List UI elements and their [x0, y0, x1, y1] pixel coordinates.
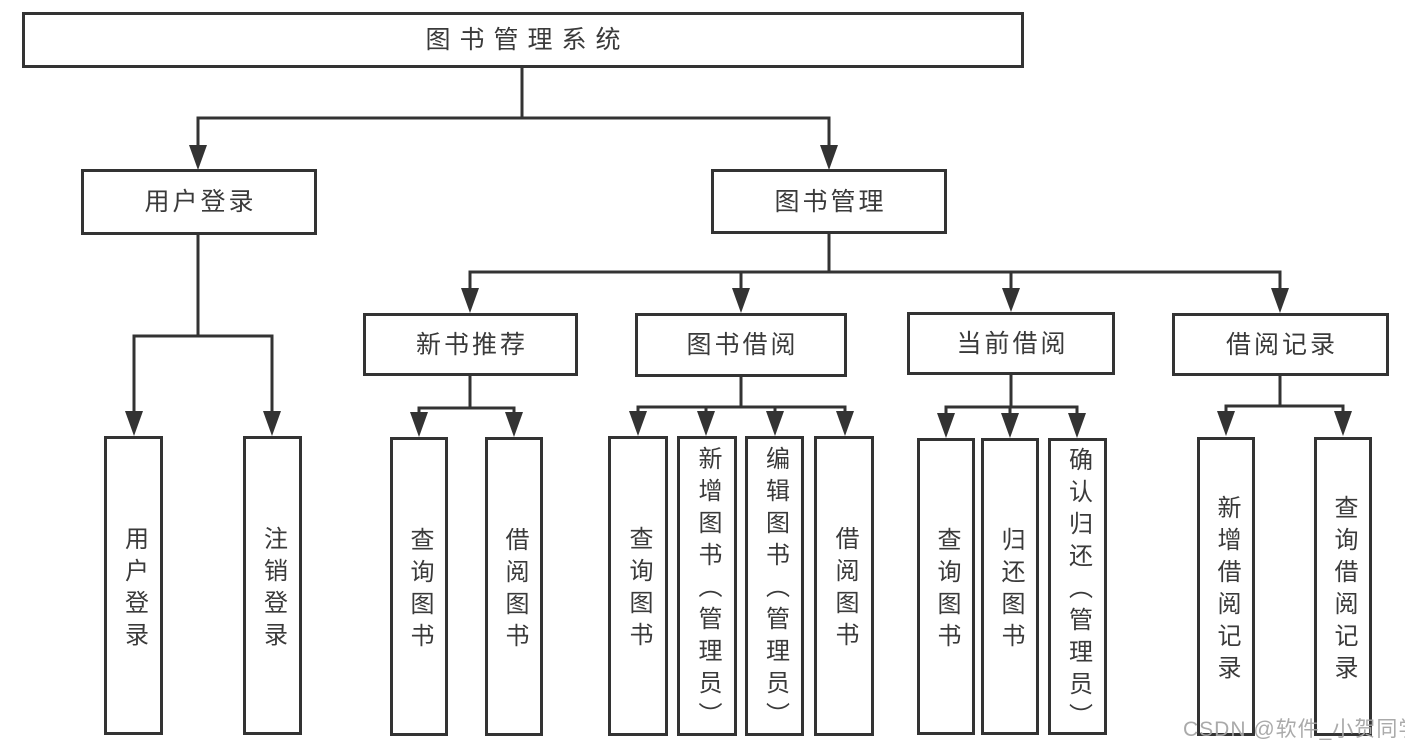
leaf-add-borrow-record: 新增借阅记录 — [1197, 437, 1255, 736]
leaf-query-books: 查询图书 — [917, 438, 975, 735]
node-label: 归还图书 — [997, 526, 1024, 655]
connector-records-to-leaves — [1217, 376, 1352, 436]
csdn-watermark: CSDN @软件_小贺同学 — [1183, 718, 1405, 741]
node-label: 图书管理系统 — [425, 26, 630, 54]
connector-bookmgmt-to-level2 — [461, 234, 1289, 313]
leaf-query-borrow-record: 查询借阅记录 — [1314, 437, 1372, 736]
connector-borrow-to-leaves — [629, 377, 854, 436]
leaf-query-books: 查询图书 — [608, 436, 668, 736]
node-label: 借阅图书 — [831, 526, 858, 654]
leaf-query-books: 查询图书 — [390, 437, 448, 736]
leaf-return-books: 归还图书 — [981, 438, 1039, 735]
leaf-user-login: 用户登录 — [104, 436, 163, 735]
leaf-logout: 注销登录 — [243, 436, 302, 735]
node-label: 借阅图书 — [501, 526, 528, 655]
node-borrowing-records: 借阅记录 — [1172, 313, 1389, 376]
connector-newbooks-to-leaves — [410, 376, 523, 437]
connector-current-to-leaves — [937, 375, 1086, 438]
node-label: 用户登录 — [144, 188, 257, 216]
node-book-management: 图书管理 — [711, 169, 947, 234]
node-book-borrowing: 图书借阅 — [635, 313, 847, 377]
node-label: 新增图书（管理员） — [694, 446, 721, 734]
leaf-edit-books-admin: 编辑图书（管理员） — [745, 436, 804, 736]
node-label: 借阅记录 — [1225, 330, 1338, 359]
node-label: 查询图书 — [625, 526, 652, 654]
node-label: 新书推荐 — [415, 330, 528, 359]
node-new-book-recommendation: 新书推荐 — [363, 313, 578, 376]
node-label: 注销登录 — [259, 525, 287, 654]
node-library-management-system: 图书管理系统 — [22, 12, 1024, 68]
node-label: 查询借阅记录 — [1330, 494, 1357, 687]
node-label: 用户登录 — [120, 525, 148, 654]
node-label: 查询图书 — [933, 526, 960, 655]
connector-root-to-level1 — [189, 68, 838, 170]
node-label: 当前借阅 — [956, 329, 1069, 358]
node-user-login: 用户登录 — [81, 169, 317, 235]
node-current-borrowing: 当前借阅 — [907, 312, 1115, 375]
connector-userlogin-to-leaves — [125, 235, 281, 436]
leaf-borrow-books: 借阅图书 — [485, 437, 543, 736]
node-label: 图书管理 — [774, 187, 887, 216]
node-label: 图书借阅 — [686, 331, 799, 359]
leaf-confirm-return-admin: 确认归还（管理员） — [1048, 438, 1107, 735]
node-label: 新增借阅记录 — [1213, 494, 1240, 687]
node-label: 查询图书 — [406, 526, 433, 655]
leaf-borrow-books: 借阅图书 — [814, 436, 874, 736]
node-label: 确认归还（管理员） — [1064, 446, 1092, 735]
leaf-add-books-admin: 新增图书（管理员） — [677, 436, 737, 736]
node-label: 编辑图书（管理员） — [761, 446, 789, 734]
